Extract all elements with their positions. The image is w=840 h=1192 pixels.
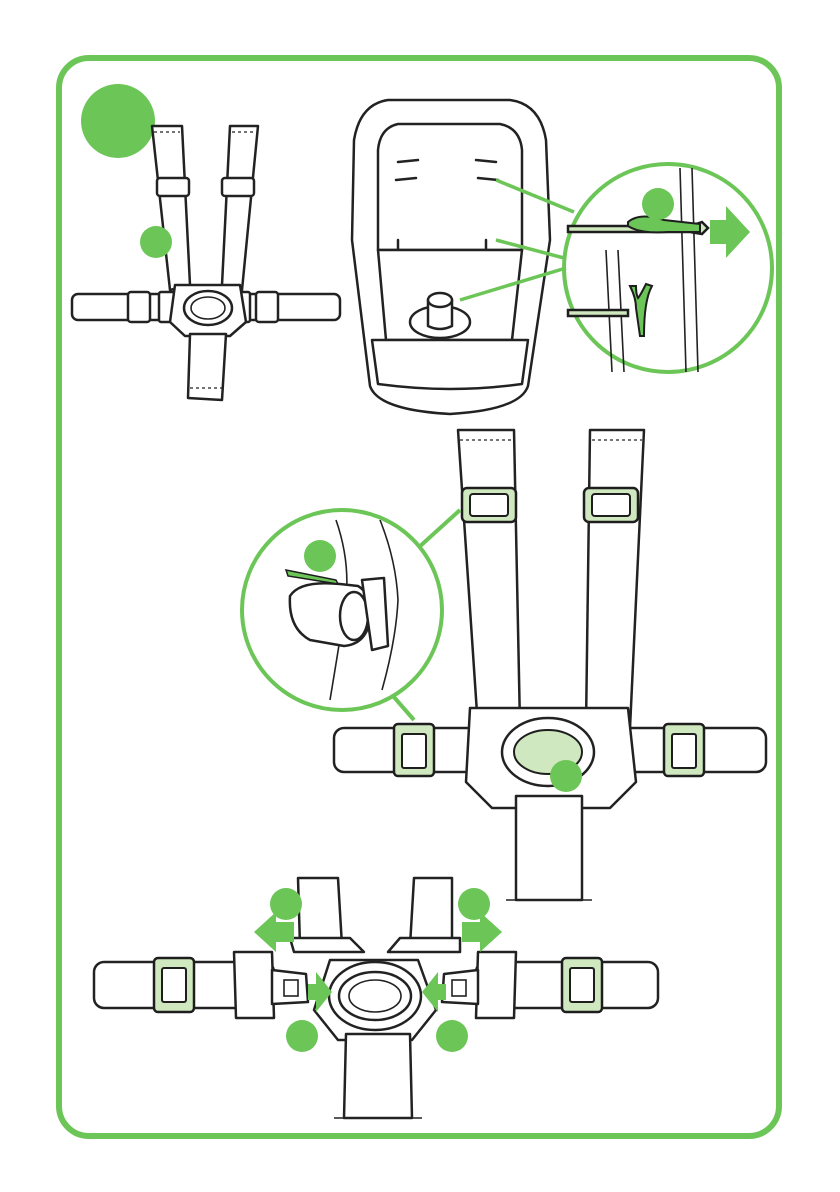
- step-badge-icon: [81, 84, 155, 158]
